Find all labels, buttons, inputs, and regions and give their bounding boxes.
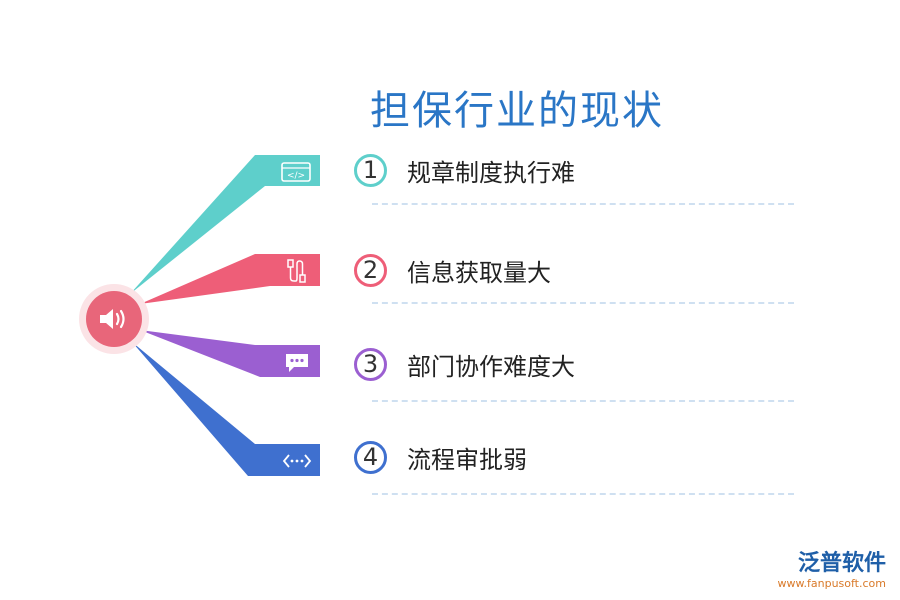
brand-logo: 泛普软件 www.fanpusoft.com xyxy=(778,545,886,590)
list-item-3: 3 部门协作难度大 xyxy=(354,344,575,384)
number-badge-4: 4 xyxy=(354,440,387,474)
list-item-4: 4 流程审批弱 xyxy=(354,437,527,477)
number-badge-3: 3 xyxy=(354,347,387,381)
item-label-1: 规章制度执行难 xyxy=(407,158,575,187)
divider-1 xyxy=(372,203,794,205)
number-badge-1: 1 xyxy=(354,153,387,187)
network-arrows-icon xyxy=(282,454,312,468)
list-item-2: 2 信息获取量大 xyxy=(354,250,551,290)
divider-2 xyxy=(372,302,794,304)
ray-3 xyxy=(140,330,320,377)
item-label-4: 流程审批弱 xyxy=(407,445,527,474)
divider-3 xyxy=(372,400,794,402)
usb-cable-icon xyxy=(287,259,306,283)
ray-1 xyxy=(130,155,320,294)
ray-2 xyxy=(140,254,320,304)
code-icon: </> xyxy=(281,162,311,182)
page-title: 担保行业的现状 xyxy=(370,88,664,134)
list-item-1: 1 规章制度执行难 xyxy=(354,150,575,190)
logo-text: 泛普软件 xyxy=(797,551,886,576)
hub xyxy=(79,284,149,354)
item-label-2: 信息获取量大 xyxy=(407,258,551,287)
number-badge-2: 2 xyxy=(354,253,387,287)
ray-4 xyxy=(132,342,320,476)
speaker-icon xyxy=(100,309,125,329)
item-label-3: 部门协作难度大 xyxy=(407,352,575,381)
speaker-icon-badge xyxy=(86,291,142,347)
logo-url: www.fanpusoft.com xyxy=(777,577,886,590)
chat-bubble-icon xyxy=(286,354,308,372)
divider-4 xyxy=(372,493,794,495)
svg-text:</>: </> xyxy=(287,171,305,181)
